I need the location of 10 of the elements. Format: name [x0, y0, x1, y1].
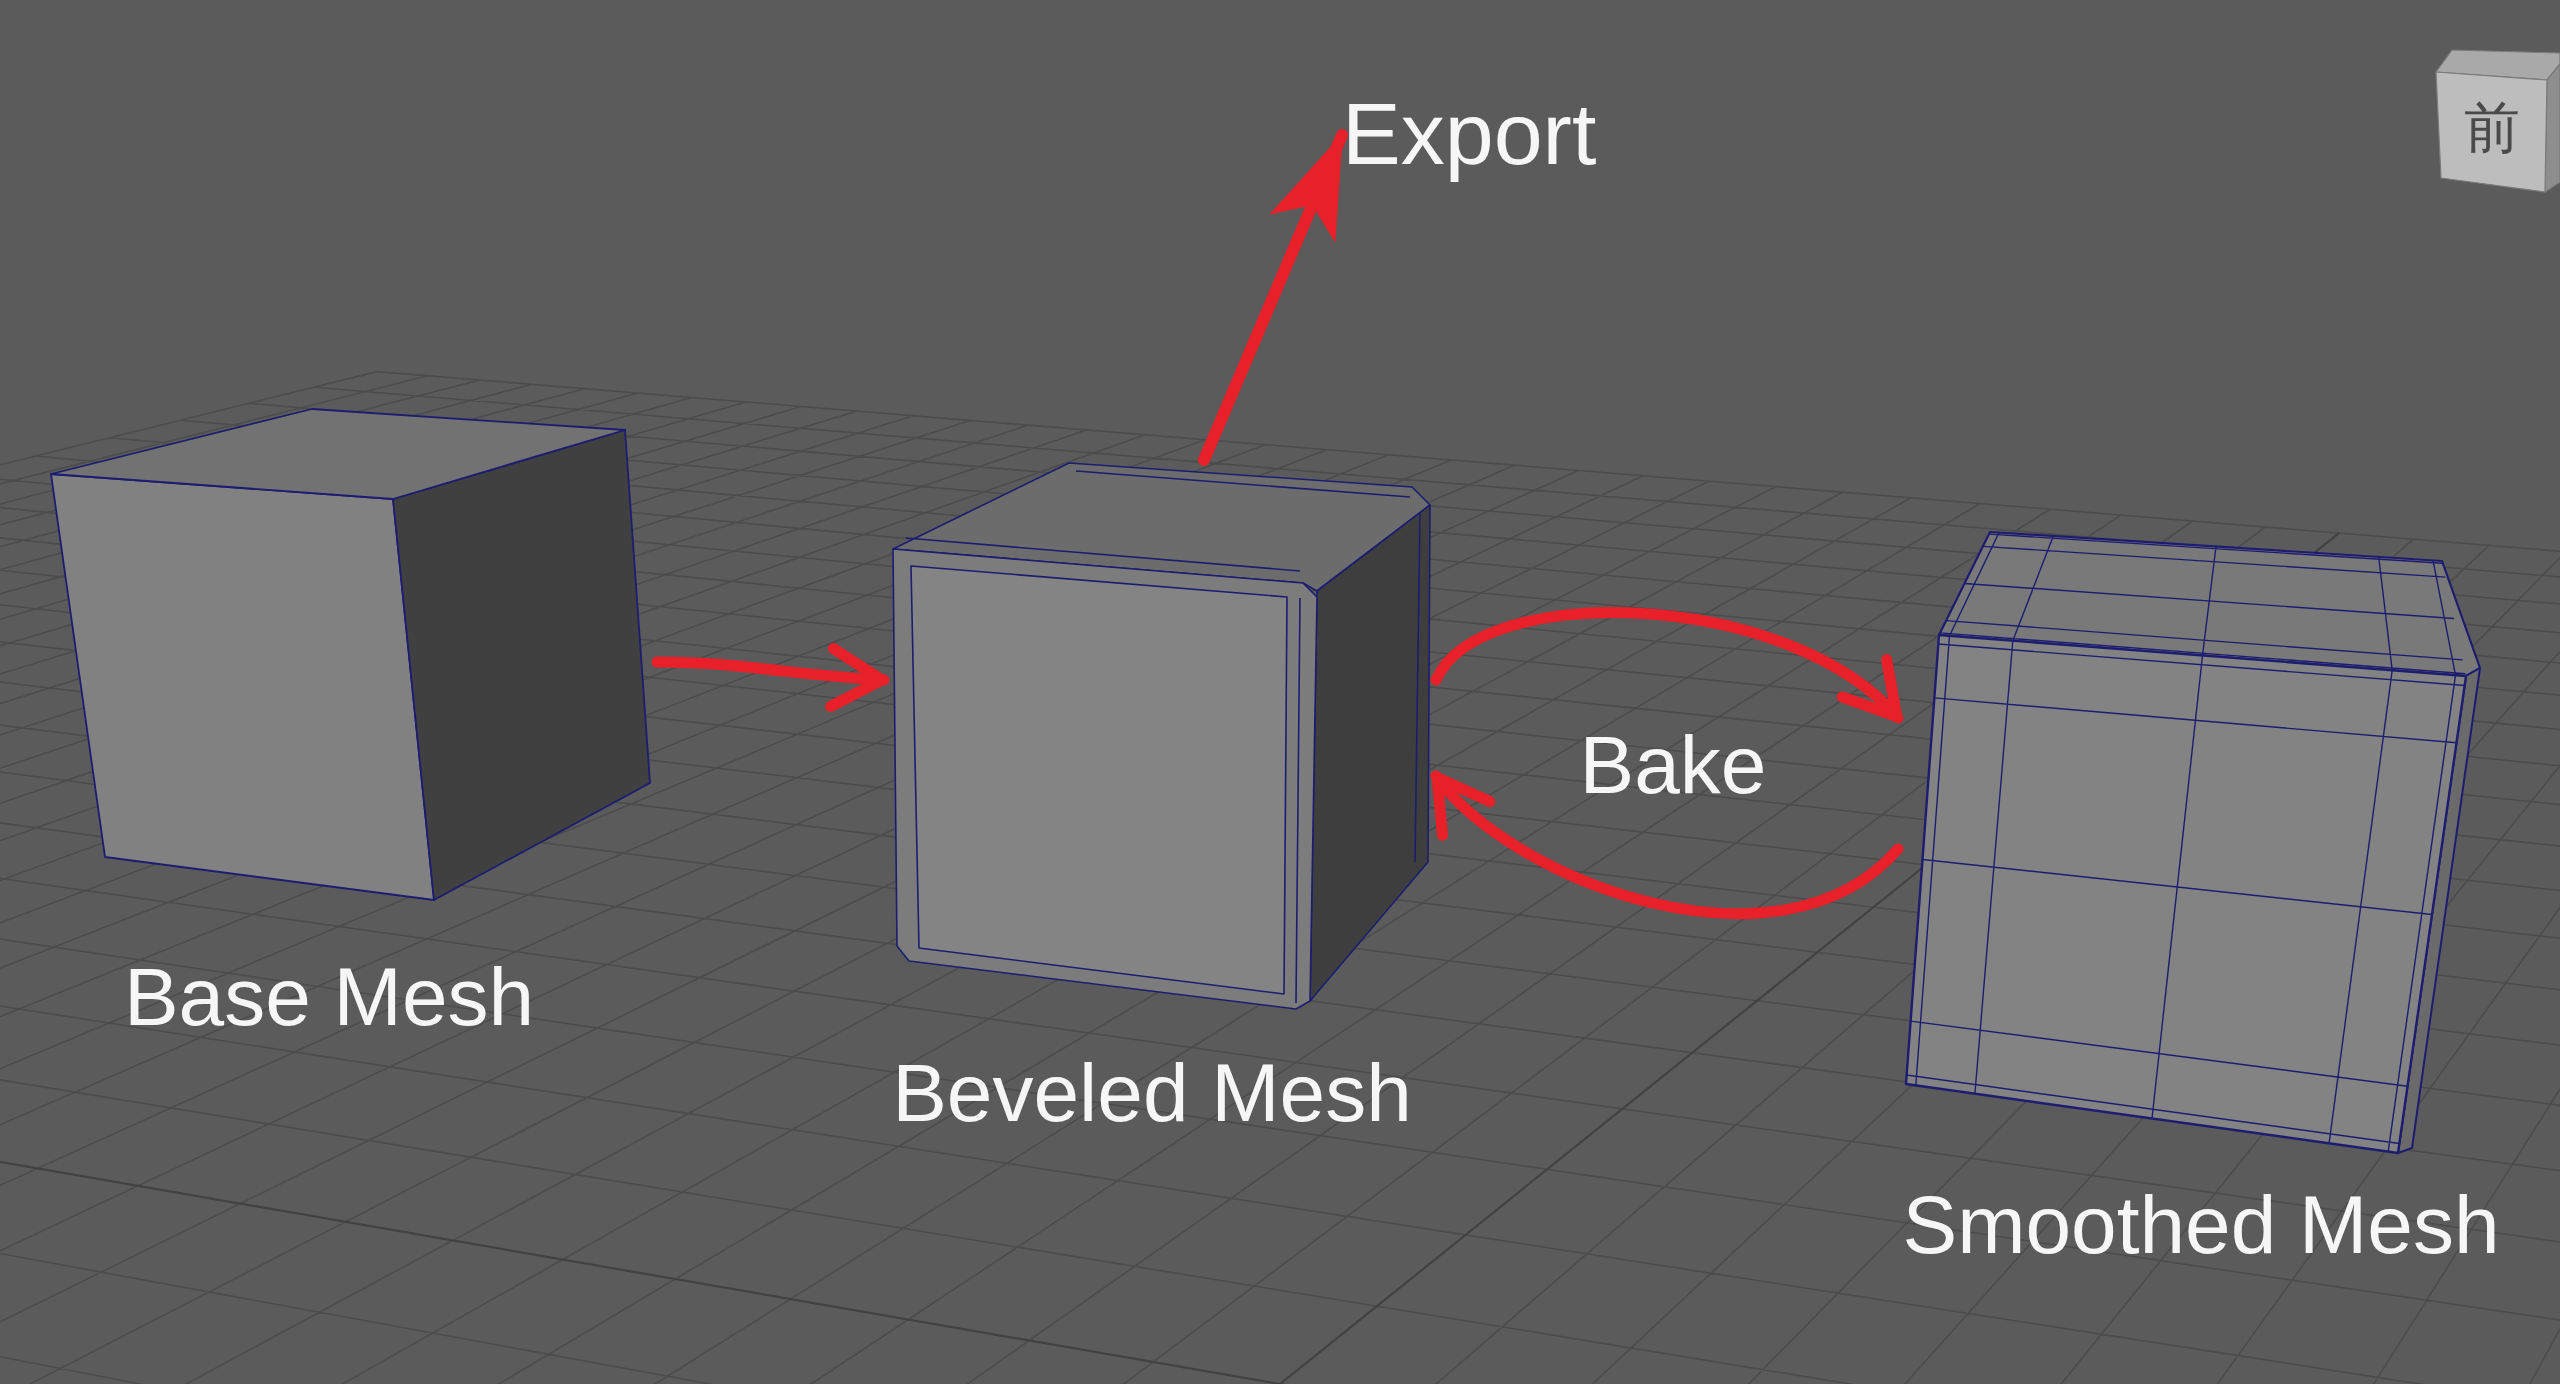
- edge-label: Bake: [1579, 719, 1767, 811]
- node-label: Export: [1342, 86, 1597, 183]
- arrow: [1430, 770, 1904, 920]
- node-label: Beveled Mesh: [892, 1048, 1412, 1139]
- arrow: [651, 642, 890, 712]
- node-label: Smoothed Mesh: [1902, 1180, 2500, 1271]
- arrow: [1198, 129, 1348, 466]
- face-label: 前: [2464, 100, 2520, 156]
- arrow: [1430, 607, 1904, 724]
- node-label: Base Mesh: [123, 952, 535, 1043]
